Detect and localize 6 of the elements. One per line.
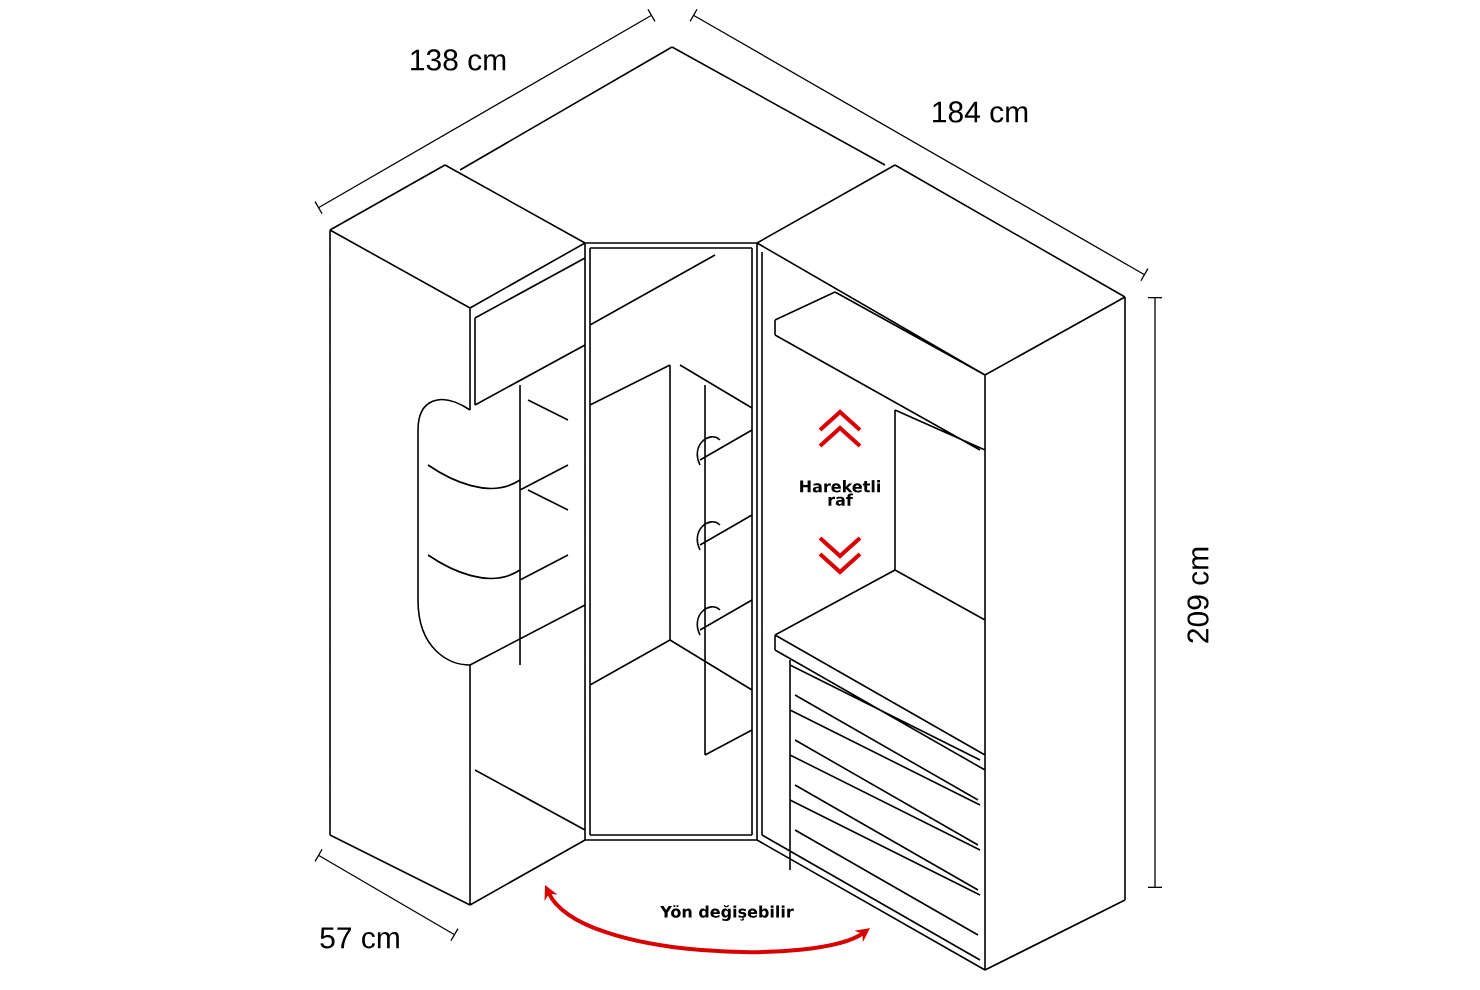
direction-label: Yön değişebilir <box>659 904 795 922</box>
dimension-label: 209 cm <box>1187 547 1209 643</box>
shelf-label: Hareketli raf <box>791 479 889 507</box>
dimension-label: 57 cm <box>320 927 399 949</box>
dimension-label: 138 cm <box>411 49 506 71</box>
dimension-label: 184 cm <box>933 101 1028 123</box>
